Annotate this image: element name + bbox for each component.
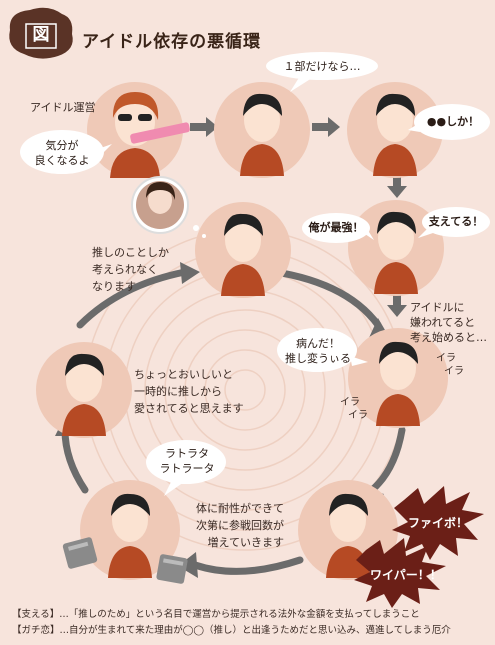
bubble-sick-line1: 病んだ！: [296, 337, 340, 350]
text-hated-line3: 考え始めると…: [410, 331, 487, 344]
text-only-oshi-line1: 推しのことしか: [92, 246, 169, 259]
burst-wiper: ワイパー！！: [370, 568, 442, 582]
character-fan: [66, 98, 416, 542]
text-hated-line1: アイドルに: [410, 301, 465, 314]
character-manager: [110, 92, 190, 178]
characters: [62, 92, 420, 578]
text-only-oshi: 推しのことしか 考えられなく なります: [92, 244, 169, 295]
text-hated: アイドルに 嫌われてると 考え始めると…: [410, 300, 487, 345]
text-only-oshi-line3: なります: [92, 280, 136, 293]
text-ira-right-line1: イラ: [436, 353, 456, 364]
burst-fight: ファイボ！: [408, 516, 469, 530]
footnote-support: 【支える】…「推しのため」という名目で運営から提示される法外な金額を支払ってしま…: [12, 609, 420, 620]
text-ira-right-line2: イラ: [444, 366, 464, 377]
header-badge: [9, 7, 73, 59]
bubble-feel-good-line1: 気分が: [45, 139, 79, 152]
text-tolerance-line3: 増えていきます: [207, 536, 284, 549]
bubble-feel-good-line2: 良くなるよ: [34, 154, 90, 167]
character-shirts: [62, 144, 420, 578]
text-feel-loved-line3: 愛されてると思えます: [134, 402, 244, 415]
bubble-sick-line2: 推し変うぃる: [285, 352, 351, 365]
bubble-ratora-line2: ラトラータ: [159, 462, 215, 475]
burst-shapes: [354, 486, 484, 608]
spent-items: [62, 537, 188, 584]
speech-bubbles: [20, 52, 490, 496]
bubble-support: 支えてる！: [428, 215, 484, 228]
character-hair: [65, 93, 418, 516]
text-only-oshi-line2: 考えられなく: [92, 263, 158, 276]
text-tolerance-line2: 次第に参戦回数が: [196, 519, 284, 532]
text-ira-left-line1: イラ: [340, 397, 360, 408]
text-tolerance-line1: 体に耐性ができて: [196, 502, 284, 515]
bubble-just-one: １部だけなら…: [283, 60, 361, 73]
text-ira-left: イラ イラ: [340, 396, 368, 422]
bubble-ratora: ラトラタ ラトラータ: [152, 446, 222, 476]
bubble-sick: 病んだ！ 推し変うぃる: [282, 336, 354, 366]
label-idol-management: アイドル運営: [30, 101, 96, 114]
bubble-feel-good: 気分が 良くなるよ: [30, 138, 94, 168]
top-arrows: [190, 117, 407, 317]
bubble-only: ●●しか！: [426, 115, 480, 128]
text-ira-left-line2: イラ: [348, 410, 368, 421]
text-ira-right: イラ イラ: [436, 352, 464, 378]
footnote-gachikoi: 【ガチ恋】…自分が生まれて来た理由が◯◯（推し）と出逢うためだと思い込み、邁進し…: [12, 625, 451, 636]
text-feel-loved: ちょっとおいしいと 一時的に推しから 愛されてると思えます: [134, 366, 244, 417]
text-tolerance: 体に耐性ができて 次第に参戦回数が 増えていきます: [196, 500, 284, 551]
bubble-best: 俺が最強！: [308, 221, 364, 234]
text-feel-loved-line2: 一時的に推しから: [134, 385, 222, 398]
page-title: アイドル依存の悪循環: [82, 32, 262, 52]
bubble-ratora-line1: ラトラタ: [165, 447, 209, 460]
header-badge-label: 図: [32, 25, 50, 45]
idol-photo: [131, 176, 206, 238]
text-feel-loved-line1: ちょっとおいしいと: [134, 368, 233, 381]
text-hated-line2: 嫌われてると: [410, 316, 476, 329]
